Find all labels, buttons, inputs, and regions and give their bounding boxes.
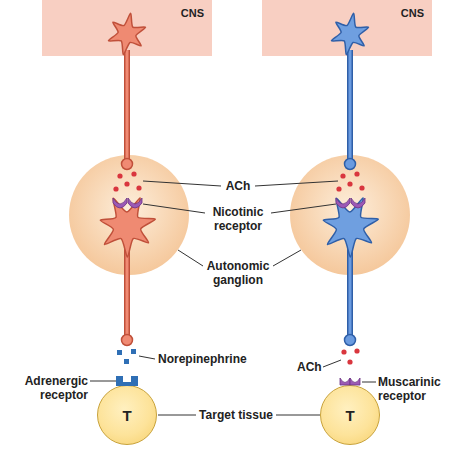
neuron-body <box>91 187 164 263</box>
neuron-bodies <box>91 10 387 262</box>
ganglion-circle <box>290 155 410 275</box>
axon <box>347 50 353 162</box>
neuron-body <box>106 10 147 57</box>
region-label: CNS <box>181 7 204 19</box>
region-label: CNS <box>401 7 424 19</box>
target-tissue-circle: T <box>97 385 157 445</box>
receptor-label: Nicotinic receptor <box>198 205 278 233</box>
axon-terminal <box>345 159 356 170</box>
receptor-label: Muscarinic receptor <box>378 375 468 403</box>
ach-molecules <box>113 171 364 191</box>
axon <box>349 240 352 338</box>
target-letter: T <box>345 407 354 424</box>
tissue-label: Target tissue <box>196 408 276 422</box>
ach-molecules <box>341 348 359 364</box>
axon <box>347 240 353 338</box>
cns-box: CNS <box>42 0 212 56</box>
neuron-body <box>314 187 387 263</box>
target-letter: T <box>122 407 131 424</box>
nicotinic-receptor <box>113 198 365 208</box>
ganglion-circle <box>69 155 189 275</box>
adrenergic-receptor <box>116 376 138 386</box>
neuron-body <box>329 10 370 57</box>
axon-terminal <box>122 159 133 170</box>
ganglion-label: Autonomic ganglion <box>193 259 283 287</box>
muscarinic-receptor <box>340 378 360 385</box>
receptor-label: Adrenergic receptor <box>8 374 88 402</box>
axon-terminal <box>122 335 133 346</box>
axon <box>124 240 130 338</box>
axon-terminal <box>345 335 356 346</box>
neurotransmitter-label: ACh <box>297 360 322 374</box>
axon <box>349 50 352 162</box>
cns-box: CNS <box>262 0 432 56</box>
axon <box>124 50 130 162</box>
leader-lines <box>90 181 376 415</box>
norepinephrine-molecules <box>117 349 136 364</box>
neurotransmitter-label: ACh <box>208 179 268 193</box>
axon <box>126 240 129 338</box>
axon <box>126 50 129 162</box>
neurotransmitter-label: Norepinephrine <box>158 352 247 366</box>
target-tissue-circle: T <box>320 385 380 445</box>
